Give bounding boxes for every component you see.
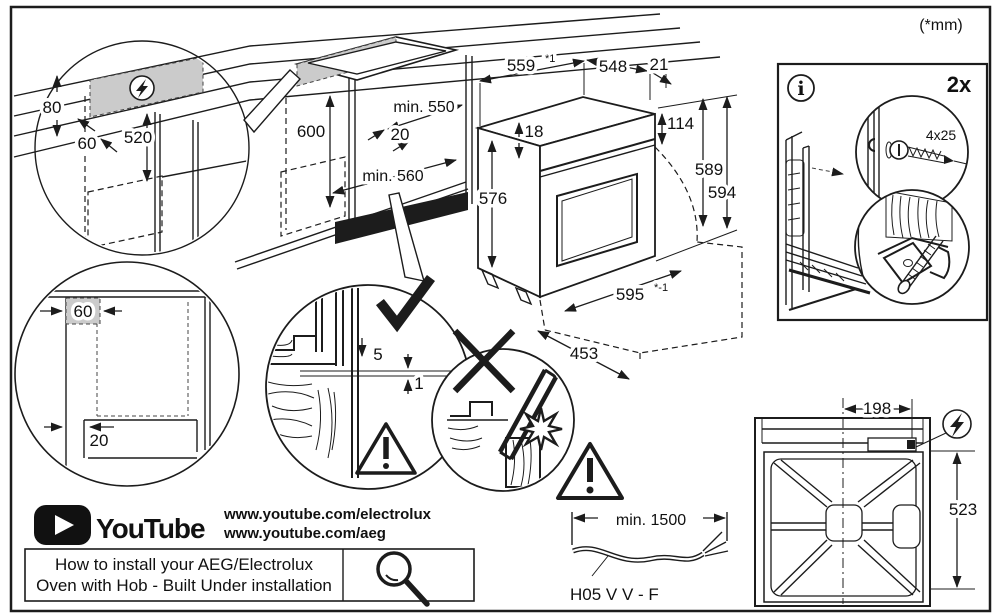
dim-min560: min. 560 xyxy=(332,158,457,195)
dim-20-niche-label: 20 xyxy=(391,125,410,144)
dim-453-label: 453 xyxy=(570,344,598,363)
dim-523-label: 523 xyxy=(949,500,977,519)
detail-circle-outline xyxy=(34,40,250,256)
dim-453: 453 xyxy=(537,330,630,380)
hob-cutout xyxy=(293,36,460,87)
dim-523: 523 xyxy=(930,450,981,590)
dim-595-sup: *-1 xyxy=(654,282,668,294)
dim-595-label: 595 xyxy=(616,285,644,304)
dim-198: 198 xyxy=(844,396,913,438)
cabinet-niche: 600 min. 550 20 min. 560 xyxy=(243,36,473,282)
cable-wire-ends xyxy=(702,531,729,557)
dim-576: 576 xyxy=(475,140,511,268)
hardware-panel: i 2x xyxy=(776,62,989,322)
back-panel-braces xyxy=(771,459,921,596)
dim-559-sup: *1 xyxy=(545,53,555,65)
dim-1-label: 1 xyxy=(414,374,423,393)
dim-589-label: 589 xyxy=(695,160,723,179)
wall-spacer-shade xyxy=(65,297,101,325)
youtube-logo xyxy=(34,505,91,545)
check-icon xyxy=(375,275,435,333)
top-left-detail: 80 60 520 xyxy=(34,40,250,256)
power-cable: min. 1500 H05 V V - F xyxy=(570,512,729,604)
fixing-detail-circle xyxy=(854,189,970,305)
dim-594-label: 594 xyxy=(708,183,736,202)
dim-20-niche: 20 xyxy=(367,122,413,152)
oven-back-view: 198 523 xyxy=(754,396,981,607)
info-icon: i xyxy=(787,74,815,102)
dim-559-label: 559 xyxy=(507,56,535,75)
screw-size-label: 4x25 xyxy=(926,127,957,143)
info-glyph: i xyxy=(797,78,804,100)
oven-front-face xyxy=(539,112,656,299)
dim-18-label: 18 xyxy=(525,122,544,141)
oven: 559 *1 548 21 18 114 576 xyxy=(474,50,743,380)
dim-5: 5 xyxy=(357,338,386,368)
dim-1: 1 xyxy=(403,354,427,397)
cable-type-label: H05 V V - F xyxy=(570,585,659,604)
fixing-screw xyxy=(897,235,944,295)
dim-60-label: 60 xyxy=(78,134,97,153)
dim-min550-label: min. 550 xyxy=(393,99,454,116)
dim-80: 80 xyxy=(39,75,65,137)
dim-548-label: 548 xyxy=(599,57,627,76)
top-left-detail-content xyxy=(84,56,247,253)
units-note: (*mm) xyxy=(919,17,963,34)
dim-21-label: 21 xyxy=(650,55,669,74)
hob-callout-pointer xyxy=(243,69,301,134)
screw-hole xyxy=(868,138,876,152)
lightning-icon-2 xyxy=(915,409,972,448)
youtube-brand: YouTube xyxy=(96,513,205,544)
wrong-install-detail xyxy=(431,328,575,492)
dim-20b-label: 20 xyxy=(90,431,109,450)
correct-install-content xyxy=(268,287,455,478)
quantity-label: 2x xyxy=(947,72,972,97)
youtube-section: YouTube www.youtube.com/electrolux www.y… xyxy=(24,505,475,607)
dim-min560-label: min. 560 xyxy=(362,168,423,185)
lightning-icon xyxy=(129,75,155,101)
caption-line2: Oven with Hob - Built Under installation xyxy=(36,576,332,595)
dim-589-594: 589 594 xyxy=(655,94,740,262)
spark-icon xyxy=(519,407,563,451)
bottom-left-detail-content xyxy=(40,290,214,468)
dim-5-label: 5 xyxy=(373,345,382,364)
warning-icon-2 xyxy=(556,442,624,500)
youtube-url-electrolux: www.youtube.com/electrolux xyxy=(223,506,432,523)
dim-21: 21 xyxy=(646,52,672,100)
screw-callout-arrow xyxy=(811,167,844,177)
dim-18: 18 xyxy=(514,119,547,159)
correct-install-detail: 5 1 xyxy=(265,275,471,490)
dim-60: 60 xyxy=(74,118,118,157)
dim-595: 595 *-1 xyxy=(564,270,682,312)
oven-feet xyxy=(480,268,533,306)
magnifier-icon xyxy=(376,551,430,607)
dim-576-label: 576 xyxy=(479,189,507,208)
caption-box xyxy=(24,548,475,602)
caption-line1: How to install your AEG/Electrolux xyxy=(55,555,313,574)
warning-icon xyxy=(355,422,417,475)
dim-114: 114 xyxy=(657,111,698,145)
bottom-left-detail: 60 20 xyxy=(14,261,240,487)
dim-114-label: 114 xyxy=(667,114,694,133)
screw-icon xyxy=(885,140,968,165)
x-icon xyxy=(452,328,516,394)
dim-559: 559 *1 xyxy=(479,50,585,126)
dim-548: 548 xyxy=(586,54,648,80)
dim-198-label: 198 xyxy=(863,399,891,418)
oven-door-window xyxy=(556,172,638,268)
dim-520: 520 xyxy=(120,113,156,182)
panel-oven-sketch xyxy=(785,131,871,311)
dim-600-label: 600 xyxy=(297,122,325,141)
dim-600: 600 xyxy=(293,95,335,208)
dim-min550: min. 550 xyxy=(387,96,463,130)
youtube-url-aeg: www.youtube.com/aeg xyxy=(223,525,386,542)
dim-520-label: 520 xyxy=(124,128,152,147)
cable-length-label: min. 1500 xyxy=(616,512,686,529)
dim-80-label: 80 xyxy=(43,98,62,117)
dim-60b-label: 60 xyxy=(74,302,93,321)
terminal-box xyxy=(867,437,917,452)
